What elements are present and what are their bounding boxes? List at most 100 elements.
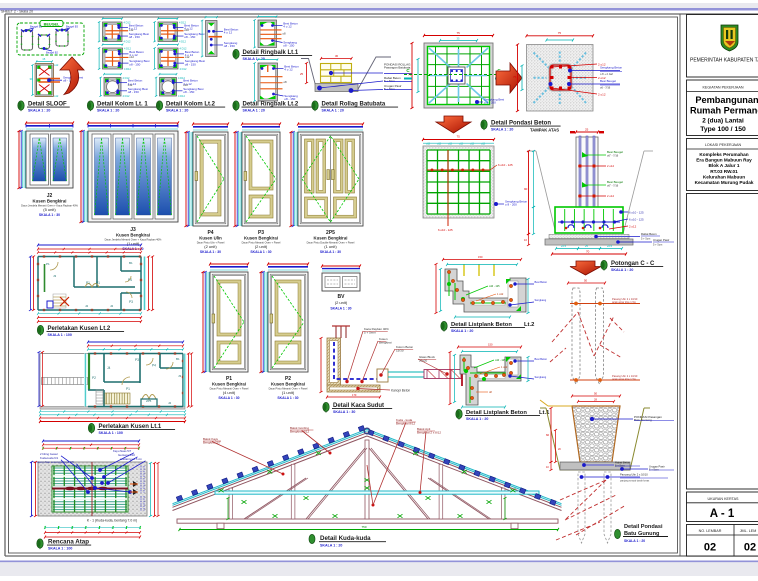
- svg-text:Perletakan Kusen Lt.1: Perletakan Kusen Lt.1: [99, 424, 162, 430]
- svg-text:o10 - 125: o10 - 125: [495, 359, 506, 362]
- svg-text:(2 unit): (2 unit): [335, 300, 348, 305]
- svg-text:2 o12: 2 o12: [629, 225, 637, 229]
- svg-text:Besi Beton: Besi Beton: [535, 280, 548, 284]
- svg-text:5 + 5cm: 5 + 5cm: [615, 464, 625, 468]
- svg-text:Rumah Permanen: Rumah Permanen: [690, 106, 758, 116]
- svg-text:SKALA 1 : 100: SKALA 1 : 100: [99, 431, 123, 435]
- svg-text:4 D12: 4 D12: [179, 40, 186, 44]
- svg-text:Kanopi Beton: Kanopi Beton: [391, 389, 410, 393]
- svg-text:Kompleks Perumahan: Kompleks Perumahan: [699, 152, 748, 157]
- svg-text:5 + 5cm: 5 + 5cm: [641, 237, 650, 241]
- svg-text:Sengkang: Sengkang: [535, 375, 547, 379]
- svg-text:o12: o12: [185, 55, 190, 59]
- svg-text:B1: B1: [176, 357, 180, 361]
- svg-text:Detail Pondasi: Detail Pondasi: [624, 524, 663, 530]
- svg-text:Sengkang: Sengkang: [535, 298, 547, 302]
- svg-text:Lt.2: Lt.2: [524, 322, 534, 328]
- svg-text:P4: P4: [128, 278, 132, 282]
- svg-text:o12: o12: [129, 55, 134, 59]
- svg-text:o6'' - 7/16: o6'' - 7/16: [607, 154, 619, 158]
- svg-text:4 o 12: 4 o 12: [283, 25, 292, 29]
- svg-text:15/30: 15/30: [396, 348, 404, 352]
- svg-text:Beugel B1: Beugel B1: [30, 25, 43, 29]
- svg-text:RT.03 RW.01: RT.03 RW.01: [710, 169, 738, 174]
- svg-text:sekitarnya 2.5 cm: sekitarnya 2.5 cm: [120, 457, 143, 461]
- svg-text:o8 - 150: o8 - 150: [185, 62, 196, 66]
- svg-text:Batu Gunung: Batu Gunung: [634, 418, 652, 422]
- svg-text:5 + 5cm: 5 + 5cm: [649, 468, 659, 472]
- svg-text:22.5: 22.5: [607, 244, 613, 248]
- svg-text:P1: P1: [86, 281, 90, 285]
- svg-text:SKALA 1 : 20: SKALA 1 : 20: [491, 128, 513, 132]
- svg-text:6 o10 - 125: 6 o10 - 125: [438, 228, 453, 232]
- svg-text:Daun Jendela Meranti Oven + Ka: Daun Jendela Meranti Oven + Kaca Rayban …: [21, 204, 78, 208]
- svg-text:Detail Ringbalk Lt.1: Detail Ringbalk Lt.1: [243, 50, 299, 56]
- svg-text:4 o 12: 4 o 12: [224, 31, 233, 35]
- svg-text:SHEET 2 - Skala 20: SHEET 2 - Skala 20: [1, 10, 33, 14]
- svg-text:SKALA 1 : 30: SKALA 1 : 30: [200, 250, 221, 254]
- svg-text:Kusen Bengkirai: Kusen Bengkirai: [33, 199, 67, 204]
- svg-text:TAMPAK ATAS: TAMPAK ATAS: [530, 128, 559, 133]
- svg-text:SKALA 1 : 20: SKALA 1 : 20: [166, 109, 188, 113]
- svg-text:SKALA 1 : 20: SKALA 1 : 20: [322, 109, 344, 113]
- svg-text:Detail Pondasi Beton: Detail Pondasi Beton: [491, 121, 551, 127]
- svg-text:PEMERINTAH KABUPATEN TAB: PEMERINTAH KABUPATEN TAB: [690, 58, 758, 64]
- svg-text:K - 1 (Kuda-kuda, bentang 7.0: K - 1 (Kuda-kuda, bentang 7.0 m): [87, 519, 137, 523]
- svg-text:UKURAN KERTAS: UKURAN KERTAS: [707, 497, 739, 501]
- svg-text:Detail Kolom Lt. 1: Detail Kolom Lt. 1: [97, 102, 148, 108]
- svg-text:30: 30: [30, 77, 34, 81]
- svg-text:Beugel B2: Beugel B2: [46, 51, 59, 55]
- svg-text:P1: P1: [46, 262, 50, 266]
- svg-text:Daun Pintu Double Meranti Oven: Daun Pintu Double Meranti Oven + Panel: [307, 241, 355, 245]
- svg-text:Kusen Ulin: Kusen Ulin: [199, 236, 222, 241]
- svg-text:NO. LEMBAR: NO. LEMBAR: [699, 529, 722, 533]
- svg-text:Kusen Bengkirai: Kusen Bengkirai: [314, 236, 348, 241]
- svg-text:SKALA 1 : 30: SKALA 1 : 30: [330, 307, 351, 311]
- svg-text:Era Bangun Mabuun Ray: Era Bangun Mabuun Ray: [696, 158, 752, 163]
- svg-text:Detail SLOOF: Detail SLOOF: [28, 102, 67, 108]
- svg-text:o10 - 125: o10 - 125: [489, 285, 500, 288]
- svg-text:(5 unit): (5 unit): [43, 207, 56, 212]
- svg-text:SKALA 1 : 100: SKALA 1 : 100: [48, 547, 72, 551]
- svg-text:Rabat Beton: Rabat Beton: [641, 232, 657, 236]
- svg-text:150: 150: [488, 343, 493, 347]
- svg-text:JML. LEM: JML. LEM: [740, 529, 757, 533]
- svg-text:02: 02: [704, 542, 716, 554]
- svg-text:KEGIATAN PEKERJAAN: KEGIATAN PEKERJAAN: [702, 86, 743, 90]
- svg-text:Besi Beugel: Besi Beugel: [600, 79, 616, 83]
- svg-text:Daun Pintu Meranti Oven + Pane: Daun Pintu Meranti Oven + Panel: [210, 387, 249, 391]
- svg-text:J3: J3: [53, 274, 57, 278]
- svg-text:o6'' - 7/16: o6'' - 7/16: [607, 184, 619, 188]
- svg-text:Kusen Bengkirai: Kusen Bengkirai: [244, 236, 278, 241]
- svg-text:SKALA 1 : 30: SKALA 1 : 30: [250, 250, 271, 254]
- svg-text:o8 - 150: o8 - 150: [224, 44, 235, 48]
- svg-text:4 D12: 4 D12: [124, 40, 131, 44]
- svg-text:Genteng Atap sesungguhnya 4/5: Genteng Atap sesungguhnya 4/5: [33, 460, 74, 464]
- svg-text:Potongan C - C: Potongan C - C: [611, 261, 655, 267]
- svg-text:A - 1: A - 1: [710, 508, 735, 520]
- svg-text:Lt.1: Lt.1: [539, 410, 550, 416]
- svg-text:25: 25: [300, 72, 304, 76]
- svg-text:Perletakan Kusen Lt.2: Perletakan Kusen Lt.2: [48, 326, 111, 332]
- svg-text:Kusen Bengkirai: Kusen Bengkirai: [271, 382, 305, 387]
- svg-text:J2: J2: [110, 304, 114, 308]
- svg-text:P4: P4: [152, 364, 156, 368]
- svg-text:SKALA 1 : 30: SKALA 1 : 30: [320, 250, 341, 254]
- svg-text:30: 30: [335, 54, 339, 58]
- svg-text:SKALA 1 : 20: SKALA 1 : 20: [320, 544, 342, 548]
- svg-text:Detail Ringbalk Lt.2: Detail Ringbalk Lt.2: [243, 102, 299, 108]
- svg-text:1 o12: 1 o12: [497, 293, 504, 296]
- svg-text:SKALA 1 : 20: SKALA 1 : 20: [451, 329, 473, 333]
- svg-text:o12: o12: [128, 83, 133, 87]
- svg-text:o12: o12: [184, 28, 189, 32]
- svg-text:Daun Pintu Meranti Oven + Pane: Daun Pintu Meranti Oven + Panel: [269, 387, 308, 391]
- svg-text:Detail Kolom Lt.2: Detail Kolom Lt.2: [166, 102, 216, 108]
- svg-text:Rencana Atap: Rencana Atap: [48, 539, 89, 546]
- svg-text:4 o 12: 4 o 12: [284, 68, 293, 72]
- svg-text:J2: J2: [85, 304, 89, 308]
- svg-text:SKALA 1 : 20: SKALA 1 : 20: [243, 109, 265, 113]
- svg-text:4 D12: 4 D12: [178, 94, 185, 98]
- svg-text:Detail Listplank Beton: Detail Listplank Beton: [451, 322, 512, 328]
- svg-text:Urugan Pasir: Urugan Pasir: [653, 238, 669, 242]
- svg-text:50: 50: [594, 392, 598, 396]
